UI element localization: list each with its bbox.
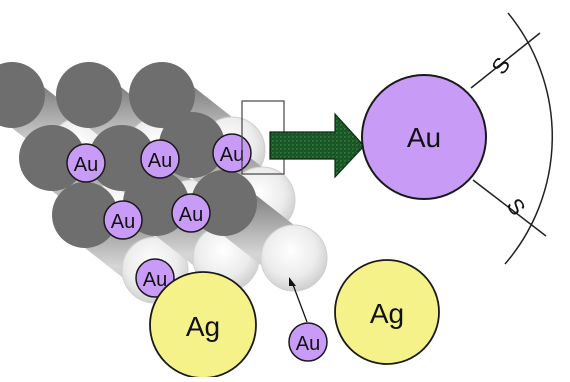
thiol-bond-upper — [470, 32, 541, 89]
template-gold-label: Au — [220, 144, 244, 166]
zoomed-gold-label: Au — [407, 122, 441, 153]
template-gold-label: Au — [74, 154, 98, 176]
template-gold-label: Au — [179, 204, 203, 226]
ligand-shell-arc — [504, 12, 554, 265]
silver-particle-right: Ag — [334, 259, 440, 365]
thiol-bond-lower — [472, 179, 547, 237]
right-arrow-icon — [269, 112, 365, 179]
silver-label-left: Ag — [186, 311, 220, 342]
zoomed-gold-circle — [361, 74, 487, 200]
small-arrow-icon — [289, 277, 308, 323]
silver-particle-left: Ag — [149, 271, 257, 379]
sulfur-label-lower: S — [502, 194, 531, 220]
template-gold-label: Au — [111, 211, 135, 233]
template-gold-particle: Au — [212, 133, 252, 173]
silver-label-right: Ag — [370, 298, 404, 329]
zoomed-gold-particle: Au S S — [361, 12, 554, 265]
template-gold-label: Au — [148, 150, 172, 172]
template-gold-particle: Au — [66, 143, 106, 183]
free-gold-label: Au — [296, 333, 320, 355]
free-gold-particle: Au — [288, 322, 328, 362]
template-gold-particle: Au — [171, 193, 211, 233]
template-gold-particle: Au — [103, 200, 143, 240]
template-gold-label: Au — [143, 269, 167, 291]
template-gold-particle: Au — [140, 139, 180, 179]
